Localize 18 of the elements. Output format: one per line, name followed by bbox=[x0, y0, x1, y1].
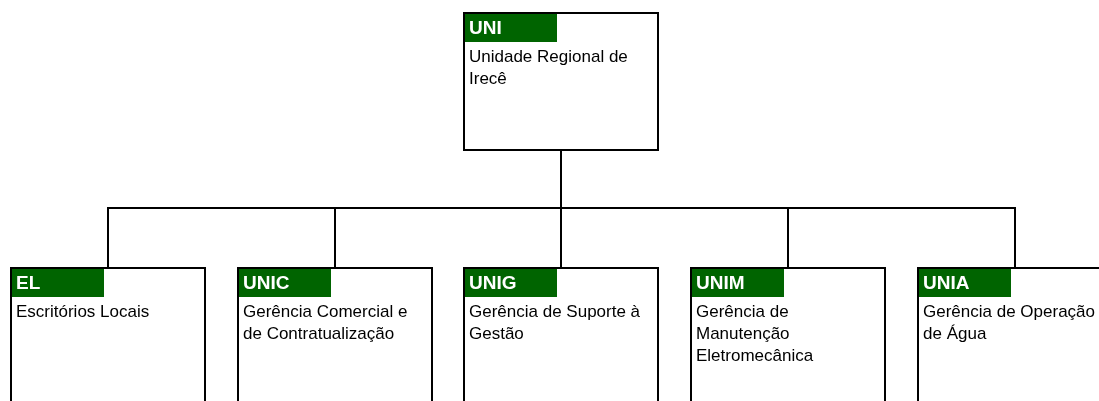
unit-name: Gerência de Suporte à Gestão bbox=[469, 301, 642, 345]
unit-code-tab: EL bbox=[12, 269, 104, 297]
unit-name: Gerência de Manutenção Eletromecânica bbox=[696, 301, 815, 367]
org-unit-box bbox=[917, 267, 1099, 401]
unit-name: Gerência Comercial e de Contratualização bbox=[243, 301, 409, 345]
unit-name: Escritórios Locais bbox=[16, 301, 151, 323]
unit-code-tab: UNI bbox=[465, 14, 557, 42]
org-unit-box bbox=[10, 267, 206, 401]
unit-name: Gerência de Operação de Água bbox=[923, 301, 1096, 345]
unit-code-tab: UNIA bbox=[919, 269, 1011, 297]
org-unit-box bbox=[463, 12, 659, 151]
unit-code-tab: UNIM bbox=[692, 269, 784, 297]
org-unit-box bbox=[690, 267, 886, 401]
unit-code-tab: UNIG bbox=[465, 269, 557, 297]
org-unit-box bbox=[237, 267, 433, 401]
org-unit-box bbox=[463, 267, 659, 401]
unit-name: Unidade Regional de Irecê bbox=[469, 46, 629, 90]
unit-code-tab: UNIC bbox=[239, 269, 331, 297]
